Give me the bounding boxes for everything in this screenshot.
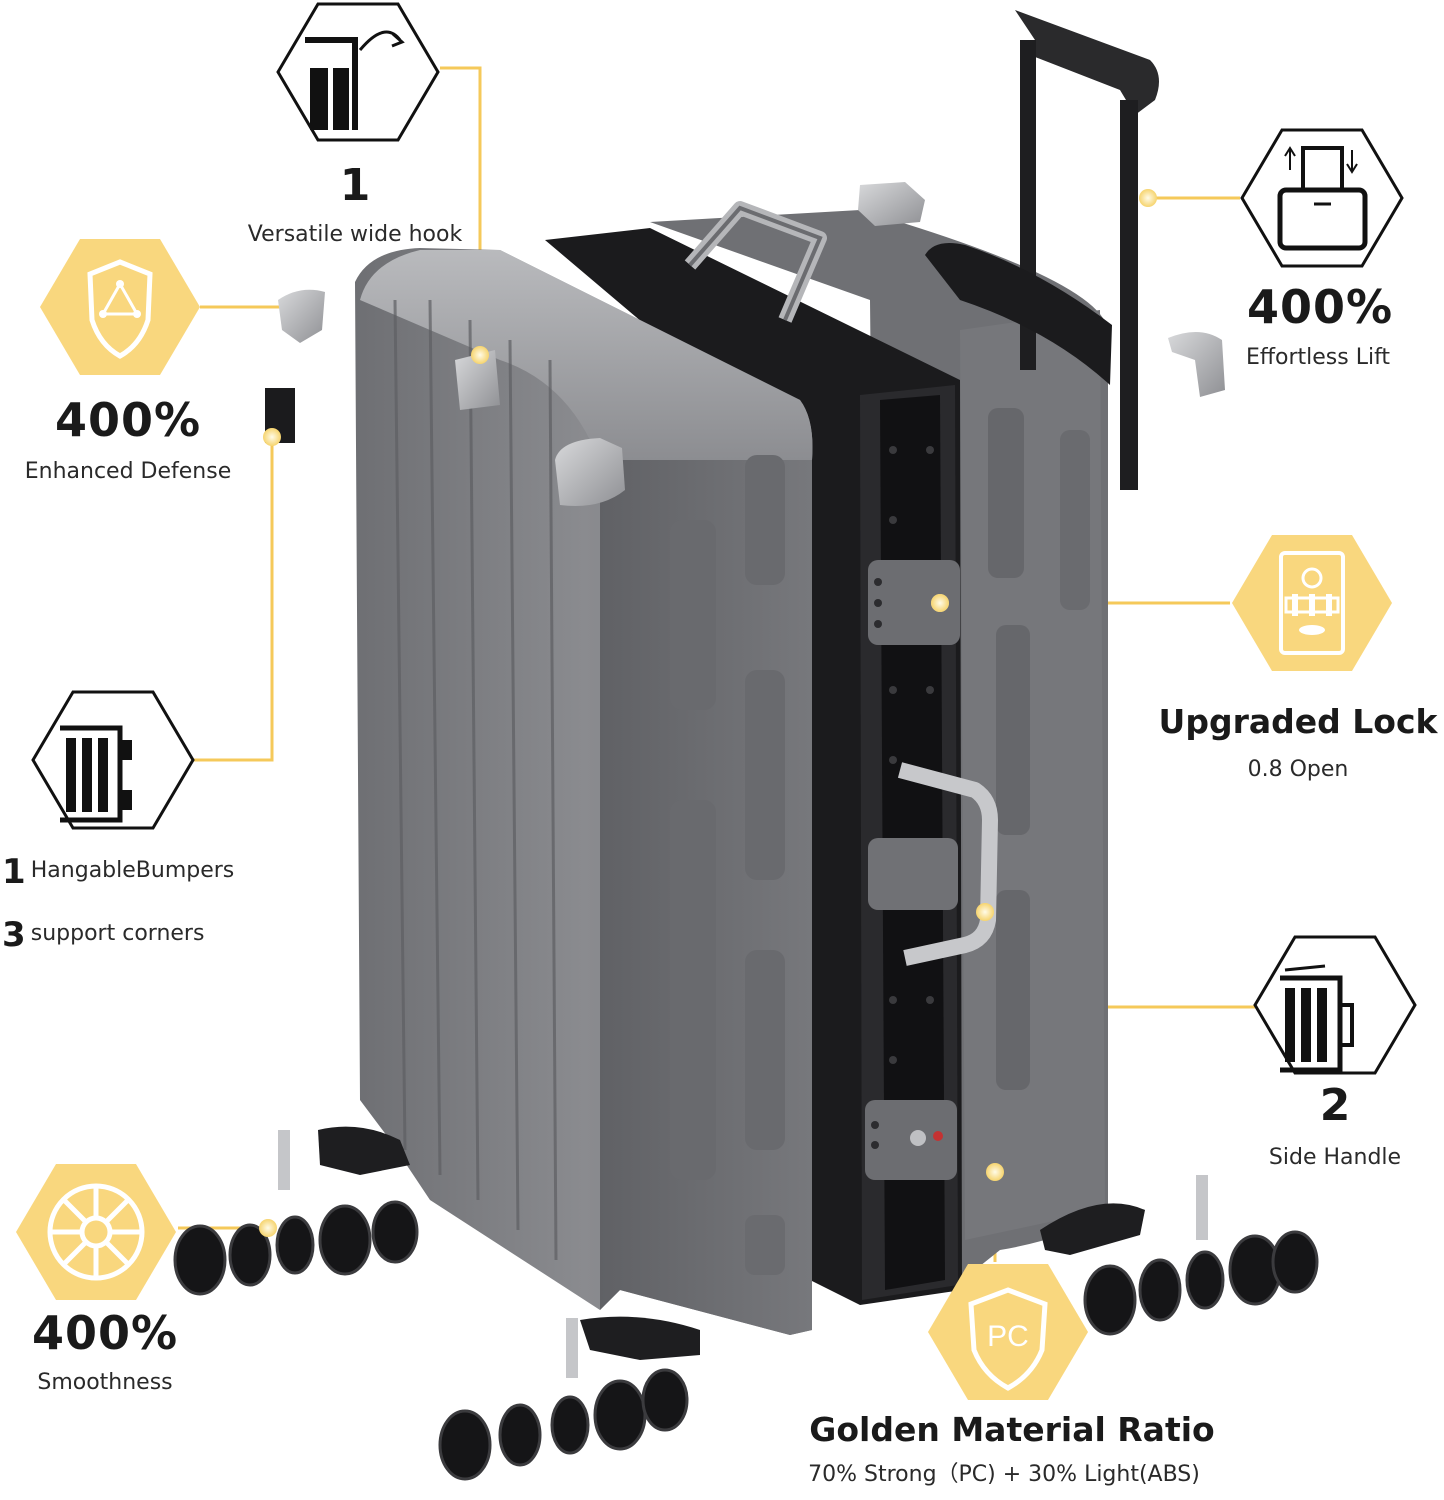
defense-label: Enhanced Defense [24,459,232,484]
bumpers-label-2: support corners [30,921,205,946]
wheel-icon [16,1164,176,1300]
pc-badge-text: PC [987,1320,1029,1353]
trolley-handle [925,10,1159,490]
wheel-assembly-left [173,1126,419,1296]
side-handle-icon [1253,935,1417,1075]
smooth-label: Smoothness [37,1370,173,1395]
bumper-icon [31,690,195,830]
lock-icon [1232,535,1392,671]
lock-title: Upgraded Lock [1158,702,1438,741]
material-label: 70% Strong（PC) + 30% Light(ABS) [808,1462,1200,1487]
bumpers-count-1: 1 [2,852,26,892]
bumpers-row-1: 1 HangableBumpers [2,852,234,892]
bumpers-row-2: 3 support corners [2,915,204,955]
wheel-assembly-bottom [438,1316,700,1481]
defense-percent: 400% [54,393,202,447]
front-shell [355,248,813,1335]
floating-corner-guard-right [1168,331,1225,397]
side-handle-label: Side Handle [1268,1145,1402,1170]
shield-triangle-icon [40,239,200,375]
hook-icon [276,2,440,142]
hook-number: 1 [339,160,371,211]
trolley-lift-icon [1240,128,1404,268]
lock-label: 0.8 Open [1247,757,1349,782]
floating-corner-guard-left [278,289,325,343]
pc-shield-icon: PC [928,1264,1088,1400]
hook-label: Versatile wide hook [247,222,463,247]
bumper-connector-line [190,437,274,762]
side-handle [868,762,998,966]
bumpers-count-2: 3 [2,915,26,955]
material-title: Golden Material Ratio [809,1410,1215,1449]
smooth-percent: 400% [31,1306,179,1360]
lift-label: Effortless Lift [1245,345,1391,370]
wheel-assembly-right [1040,1175,1319,1336]
floating-corner-guard-top [858,182,925,226]
callout-dots [259,189,1157,1237]
side-handle-number: 2 [1319,1080,1351,1131]
lift-percent: 400% [1246,280,1394,334]
bottom-lock [865,1100,957,1180]
bumpers-label-1: HangableBumpers [30,858,235,883]
